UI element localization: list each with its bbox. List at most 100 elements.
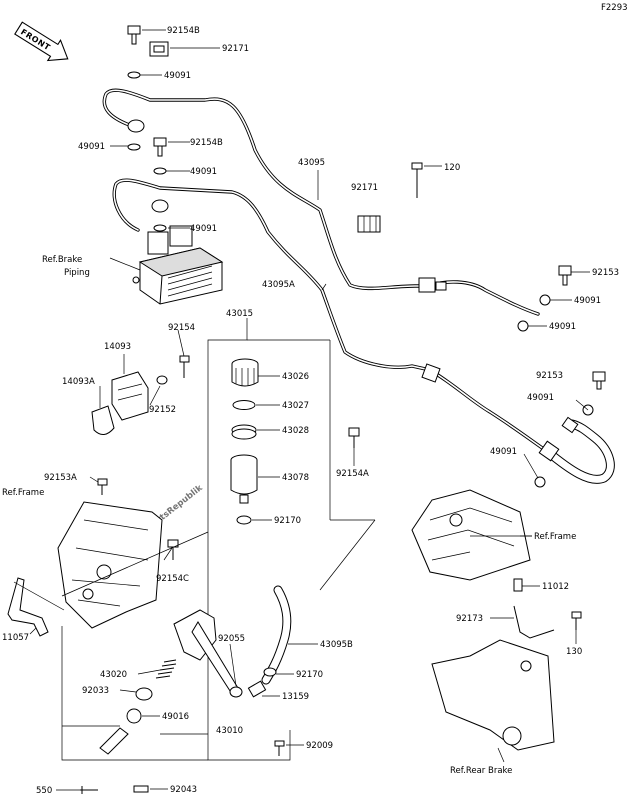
plug-11012 bbox=[513, 578, 523, 592]
clamp-92170-b bbox=[263, 667, 277, 677]
washer-49091-c bbox=[153, 167, 167, 175]
reservoir-43078 bbox=[230, 454, 258, 504]
washer-49091-d bbox=[153, 224, 167, 232]
plate-43027 bbox=[232, 400, 256, 410]
part-120: 120 bbox=[444, 163, 460, 173]
rear-brake-caliper bbox=[431, 639, 555, 751]
part-92154a: 92154A bbox=[336, 469, 369, 479]
part-14093a: 14093A bbox=[62, 377, 95, 387]
piston-49016 bbox=[126, 708, 142, 724]
circlip-92033 bbox=[135, 687, 153, 701]
bolt-92009 bbox=[274, 740, 285, 756]
part-550: 550 bbox=[36, 786, 52, 796]
part-92154b-mid: 92154B bbox=[190, 138, 223, 148]
part-49091-c: 49091 bbox=[190, 167, 217, 177]
part-43020: 43020 bbox=[100, 670, 127, 680]
reference-labels: Ref.Brake Piping Ref.Frame Ref.Frame Ref… bbox=[2, 255, 576, 776]
ref-frame-left: Ref.Frame bbox=[2, 488, 44, 498]
part-43095: 43095 bbox=[298, 158, 325, 168]
front-arrow-icon: FRONT bbox=[14, 21, 69, 62]
part-49016: 49016 bbox=[162, 712, 189, 722]
clip-92171-top bbox=[149, 41, 169, 57]
brake-pipe-lower bbox=[112, 178, 550, 454]
part-49091-g: 49091 bbox=[527, 393, 554, 403]
washer-49091-a bbox=[127, 71, 141, 79]
part-92154b-top: 92154B bbox=[167, 26, 200, 36]
abs-hydraulic-unit bbox=[132, 225, 224, 305]
part-13159: 13159 bbox=[282, 692, 309, 702]
cover-14093a bbox=[91, 405, 115, 435]
brake-pipe-upper bbox=[102, 88, 432, 291]
part-92153-a: 92153 bbox=[592, 268, 619, 278]
ref-frame-right: Ref.Frame bbox=[534, 532, 576, 542]
part-43095a: 43095A bbox=[262, 280, 295, 290]
pin-550 bbox=[80, 786, 98, 794]
ref-brake-piping-line1: Ref.Brake bbox=[42, 255, 82, 265]
right-frame-section bbox=[411, 489, 531, 581]
part-92170-b: 92170 bbox=[296, 670, 323, 680]
part-92009: 92009 bbox=[306, 741, 333, 751]
part-49091-h: 49091 bbox=[490, 447, 517, 457]
part-43010: 43010 bbox=[216, 726, 243, 736]
ref-brake-piping-line2: Piping bbox=[64, 268, 90, 278]
fitting-13159 bbox=[247, 680, 267, 698]
part-11057: 11057 bbox=[2, 633, 29, 643]
pipe-fitting-rear bbox=[538, 416, 579, 462]
left-frame-bracket bbox=[57, 501, 163, 629]
washer-49091-e bbox=[539, 294, 551, 306]
part-43026: 43026 bbox=[282, 372, 309, 382]
part-49091-e: 49091 bbox=[574, 296, 601, 306]
part-92153-b: 92153 bbox=[536, 371, 563, 381]
part-11012: 11012 bbox=[542, 582, 569, 592]
part-49091-a: 49091 bbox=[164, 71, 191, 81]
rod-11057 bbox=[7, 577, 49, 637]
part-92170-a: 92170 bbox=[274, 516, 301, 526]
leader-lines bbox=[29, 29, 590, 791]
spring-43020 bbox=[155, 659, 177, 679]
guard-14093 bbox=[111, 371, 149, 421]
part-43027: 43027 bbox=[282, 401, 309, 411]
part-43015: 43015 bbox=[226, 309, 253, 319]
part-49091-d: 49091 bbox=[190, 224, 217, 234]
pin-92043 bbox=[133, 785, 149, 793]
banjo-fitting-mid bbox=[151, 199, 169, 213]
part-92173: 92173 bbox=[456, 614, 483, 624]
banjo-bolt-92153-a bbox=[558, 265, 572, 286]
part-92152: 92152 bbox=[149, 405, 176, 415]
washer-49091-f bbox=[517, 320, 529, 332]
bolt-92154 bbox=[179, 355, 190, 378]
part-43078: 43078 bbox=[282, 473, 309, 483]
ref-rear-brake: Ref.Rear Brake bbox=[450, 766, 512, 776]
part-14093: 14093 bbox=[104, 342, 131, 352]
bracket-92173 bbox=[513, 605, 555, 639]
diaphragm-43028 bbox=[231, 424, 257, 440]
bolt-92154a bbox=[348, 427, 360, 448]
pipe-clamp-lower bbox=[421, 363, 441, 383]
o-ring-92055 bbox=[229, 686, 243, 698]
banjo-fitting-top bbox=[127, 119, 145, 133]
banjo-bolt-92154b-top bbox=[127, 25, 141, 45]
part-92043: 92043 bbox=[170, 785, 197, 795]
pipe-clamp-upper bbox=[418, 277, 447, 293]
master-cylinder-43010 bbox=[173, 609, 239, 695]
collar-92152 bbox=[156, 375, 168, 385]
part-43095b: 43095B bbox=[320, 640, 353, 650]
part-49091-f: 49091 bbox=[549, 322, 576, 332]
diagram-id: F2293 bbox=[601, 3, 627, 13]
bolt-120 bbox=[411, 162, 423, 198]
clamp-92170-a bbox=[236, 515, 252, 525]
brake-hose-rear bbox=[543, 419, 615, 484]
part-92171-top: 92171 bbox=[222, 44, 249, 54]
part-number-labels: 92154B 92171 49091 49091 92154B 49091 43… bbox=[2, 26, 619, 796]
callout-box-43015 bbox=[207, 318, 291, 761]
washer-49091-b bbox=[127, 143, 141, 151]
part-130: 130 bbox=[566, 647, 582, 657]
part-92033: 92033 bbox=[82, 686, 109, 696]
banjo-bolt-92154b-mid bbox=[153, 137, 167, 157]
bolt-92153a bbox=[97, 478, 108, 495]
bolt-92154c bbox=[167, 539, 179, 560]
hose-43095b bbox=[261, 585, 292, 685]
clip-92171-mid bbox=[357, 215, 381, 233]
part-92153a: 92153A bbox=[44, 473, 77, 483]
